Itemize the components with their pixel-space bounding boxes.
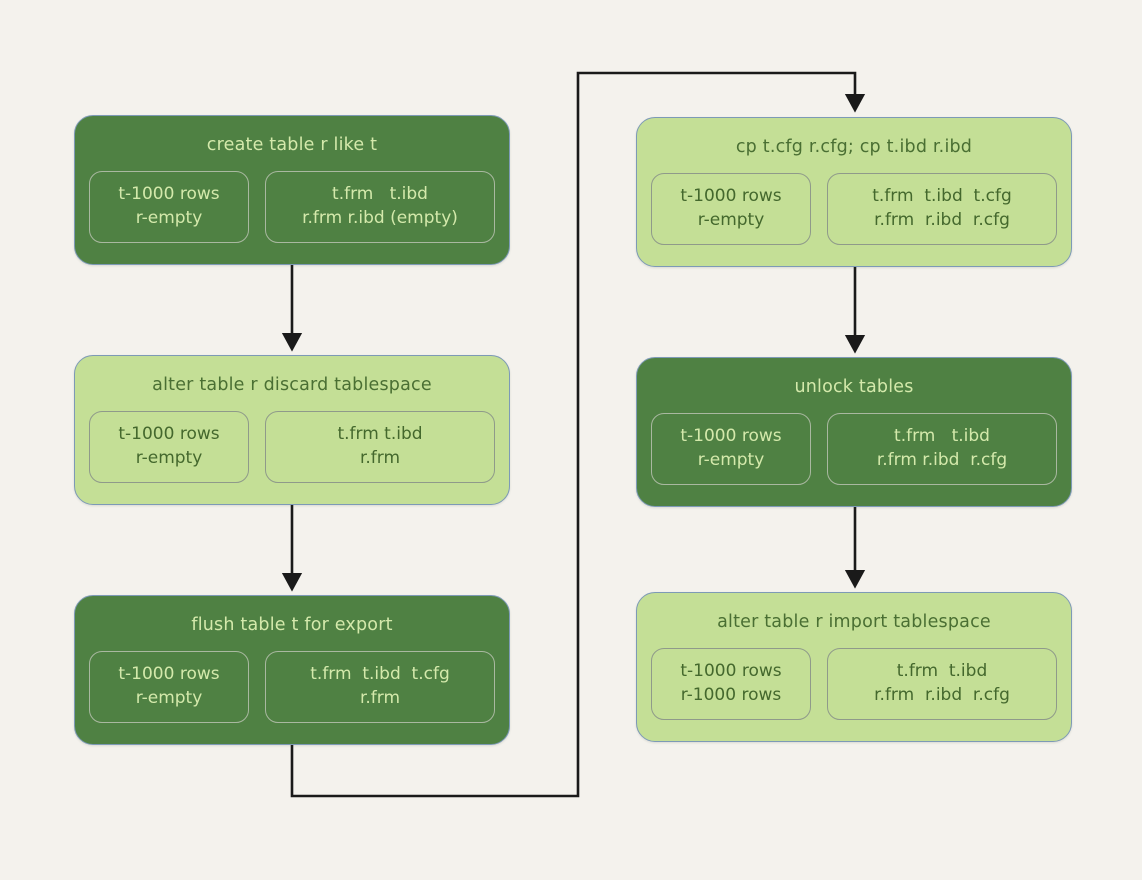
files-panel: t.frm t.ibd t.cfg r.frm r.ibd r.cfg	[827, 173, 1057, 245]
files-line-2: r.frm r.ibd r.cfg	[874, 685, 1010, 705]
rows-line-2: r-empty	[697, 210, 765, 230]
node-panels: t-1000 rows r-empty t.frm t.ibd t.cfg r.…	[637, 173, 1071, 245]
rows-line-1: t-1000 rows	[118, 423, 220, 444]
files-panel: t.frm t.ibd r.frm	[265, 411, 495, 483]
node-title: create table r like t	[206, 135, 378, 155]
rows-line-2: r-empty	[135, 208, 203, 228]
files-line-1: t.frm t.ibd t.cfg	[872, 185, 1012, 206]
node-title: cp t.cfg r.cfg; cp t.ibd r.ibd	[735, 137, 973, 157]
node-alter-table-r-discard-tablespace[interactable]: alter table r discard tablespace t-1000 …	[74, 355, 510, 505]
node-panels: t-1000 rows r-1000 rows t.frm t.ibd r.fr…	[637, 648, 1071, 720]
node-panels: t-1000 rows r-empty t.frm t.ibd r.frm r.…	[637, 413, 1071, 485]
rows-line-2: r-empty	[135, 688, 203, 708]
rows-line-2: r-empty	[135, 448, 203, 468]
files-line-2: r.frm r.ibd (empty)	[302, 208, 458, 228]
rows-line-2: r-empty	[697, 450, 765, 470]
files-line-2: r.frm r.ibd r.cfg	[876, 450, 1008, 470]
rows-line-1: t-1000 rows	[118, 663, 220, 684]
files-panel: t.frm t.ibd r.frm r.ibd r.cfg	[827, 413, 1057, 485]
node-panels: t-1000 rows r-empty t.frm t.ibd r.frm r.…	[75, 171, 509, 243]
files-line-1: t.frm t.ibd t.cfg	[310, 663, 450, 684]
files-panel: t.frm t.ibd r.frm r.ibd r.cfg	[827, 648, 1057, 720]
node-panels: t-1000 rows r-empty t.frm t.ibd t.cfg r.…	[75, 651, 509, 723]
node-create-table-r-like-t[interactable]: create table r like t t-1000 rows r-empt…	[74, 115, 510, 265]
node-cp-cfg-ibd[interactable]: cp t.cfg r.cfg; cp t.ibd r.ibd t-1000 ro…	[636, 117, 1072, 267]
rows-line-1: t-1000 rows	[680, 425, 782, 446]
rows-line-1: t-1000 rows	[680, 185, 782, 206]
rows-panel: t-1000 rows r-empty	[651, 173, 811, 245]
files-panel: t.frm t.ibd r.frm r.ibd (empty)	[265, 171, 495, 243]
rows-panel: t-1000 rows r-empty	[651, 413, 811, 485]
rows-panel: t-1000 rows r-empty	[89, 171, 249, 243]
files-line-2: r.frm r.ibd r.cfg	[874, 210, 1010, 230]
rows-line-2: r-1000 rows	[680, 685, 782, 705]
rows-panel: t-1000 rows r-empty	[89, 411, 249, 483]
node-panels: t-1000 rows r-empty t.frm t.ibd r.frm	[75, 411, 509, 483]
files-line-1: t.frm t.ibd	[896, 660, 988, 681]
node-unlock-tables[interactable]: unlock tables t-1000 rows r-empty t.frm …	[636, 357, 1072, 507]
rows-panel: t-1000 rows r-empty	[89, 651, 249, 723]
node-flush-table-t-for-export[interactable]: flush table t for export t-1000 rows r-e…	[74, 595, 510, 745]
node-title: alter table r discard tablespace	[152, 375, 432, 395]
files-line-2: r.frm	[359, 688, 401, 708]
edge-flush-to-cp	[290, 71, 866, 798]
node-alter-table-r-import-tablespace[interactable]: alter table r import tablespace t-1000 r…	[636, 592, 1072, 742]
files-line-1: t.frm t.ibd	[337, 423, 423, 444]
files-line-1: t.frm t.ibd	[332, 183, 428, 204]
files-panel: t.frm t.ibd t.cfg r.frm	[265, 651, 495, 723]
rows-line-1: t-1000 rows	[118, 183, 220, 204]
node-title: alter table r import tablespace	[717, 612, 991, 632]
files-line-2: r.frm	[359, 448, 401, 468]
rows-panel: t-1000 rows r-1000 rows	[651, 648, 811, 720]
files-line-1: t.frm t.ibd	[894, 425, 990, 446]
node-title: flush table t for export	[191, 615, 393, 635]
node-title: unlock tables	[794, 377, 914, 397]
rows-line-1: t-1000 rows	[680, 660, 782, 681]
